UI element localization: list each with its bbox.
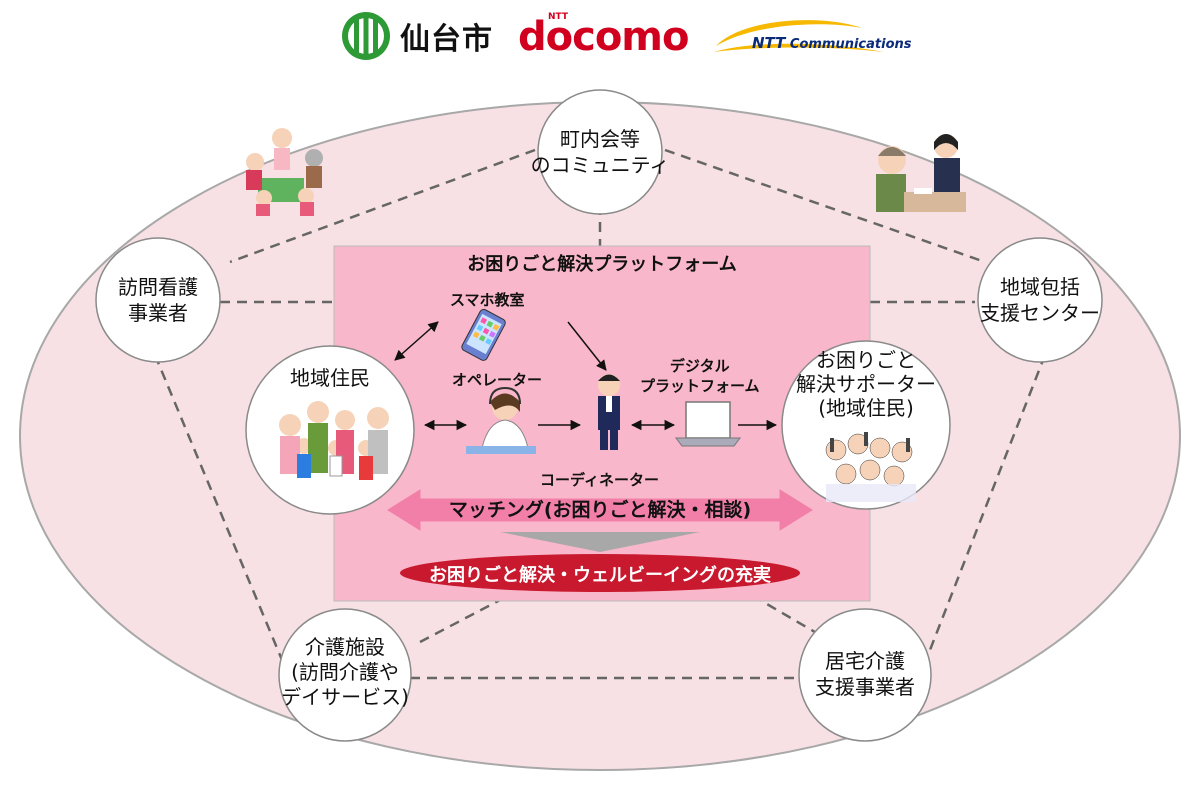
result-label: お困りごと解決・ウェルビーイングの充実 bbox=[429, 565, 771, 586]
node-center bbox=[977, 237, 1103, 363]
smartphone-class-label: スマホ教室 bbox=[450, 291, 525, 309]
matching-label: マッチング(お困りごと解決・相談) bbox=[448, 499, 752, 521]
operator-illustration bbox=[466, 386, 536, 454]
matching-arrow bbox=[387, 489, 813, 531]
community-label-line2: のコミュニティ bbox=[530, 153, 670, 177]
result-oval bbox=[400, 554, 800, 592]
community-label: 町内会等 のコミュニティ bbox=[520, 126, 680, 178]
center-label: 地域包括 支援センター bbox=[966, 274, 1114, 326]
care-facility-label: 介護施設 (訪問介護や デイサービス) bbox=[275, 635, 415, 710]
sendai-logo-icon bbox=[342, 12, 390, 60]
care-facility-label-line2: (訪問介護や bbox=[291, 660, 399, 684]
down-arrow bbox=[500, 532, 700, 552]
care-facility-label-line1: 介護施設 bbox=[305, 635, 385, 659]
home-care-label: 居宅介護 支援事業者 bbox=[790, 648, 940, 700]
node-home-care bbox=[798, 608, 932, 742]
supporters-label: お困りごと 解決サポーター (地域住民) bbox=[786, 348, 946, 420]
sendai-logo-text: 仙台市 bbox=[400, 22, 493, 57]
ntt-communications-logo: NTT Communications bbox=[712, 16, 912, 66]
care-facility-label-line3: デイサービス) bbox=[281, 685, 409, 709]
sendai-logo: 仙台市 bbox=[340, 10, 493, 62]
docomo-ntt-mark: NTT bbox=[548, 12, 569, 22]
center-label-line2: 支援センター bbox=[980, 301, 1100, 325]
consultation-illustration bbox=[876, 134, 966, 212]
laptop-icon bbox=[675, 401, 741, 447]
center-label-line1: 地域包括 bbox=[1000, 275, 1080, 299]
family-meeting-illustration bbox=[246, 128, 323, 216]
residents-family-illustration bbox=[279, 401, 389, 480]
nursing-label-line1: 訪問看護 bbox=[118, 275, 198, 299]
nursing-label-line2: 事業者 bbox=[128, 301, 188, 325]
ntt-communications-word: Communications bbox=[789, 37, 912, 52]
solid-arrows bbox=[394, 321, 778, 431]
node-supporters bbox=[781, 340, 951, 510]
digital-platform-line2: プラットフォーム bbox=[640, 377, 760, 395]
supporters-label-line2: 解決サポーター bbox=[796, 372, 936, 396]
docomo-logo-text: docomo bbox=[518, 14, 689, 60]
operator-label: オペレーター bbox=[452, 371, 543, 389]
home-care-label-line2: 支援事業者 bbox=[815, 675, 915, 699]
dashed-connectors bbox=[153, 148, 1047, 680]
logo-row: 仙台市 NTT docomo NTT Communications bbox=[0, 6, 1200, 66]
supporters-label-line3: (地域住民) bbox=[818, 396, 914, 420]
digital-platform-line1: デジタル bbox=[669, 357, 730, 375]
supporters-crowd-illustration bbox=[825, 432, 916, 502]
home-care-label-line1: 居宅介護 bbox=[825, 649, 905, 673]
node-nursing bbox=[95, 237, 221, 363]
community-label-line1: 町内会等 bbox=[560, 127, 640, 151]
coordinator-label: コーディネーター bbox=[540, 471, 659, 489]
digital-platform-label: デジタル プラットフォーム bbox=[640, 356, 760, 396]
ntt-communications-logo-text: NTT Communications bbox=[752, 34, 912, 52]
supporters-label-line1: お困りごと bbox=[816, 348, 916, 372]
docomo-logo: NTT docomo bbox=[518, 10, 689, 60]
nursing-label: 訪問看護 事業者 bbox=[88, 274, 228, 326]
residents-label: 地域住民 bbox=[290, 366, 370, 390]
node-care-facility bbox=[278, 608, 412, 742]
ntt-communications-logo-icon bbox=[714, 20, 884, 52]
ntt-prefix: NTT bbox=[752, 34, 786, 52]
node-community bbox=[537, 89, 663, 215]
smartphone-icon bbox=[461, 308, 506, 361]
platform-title: お困りごと解決プラットフォーム bbox=[467, 254, 737, 275]
coordinator-illustration bbox=[598, 374, 620, 450]
